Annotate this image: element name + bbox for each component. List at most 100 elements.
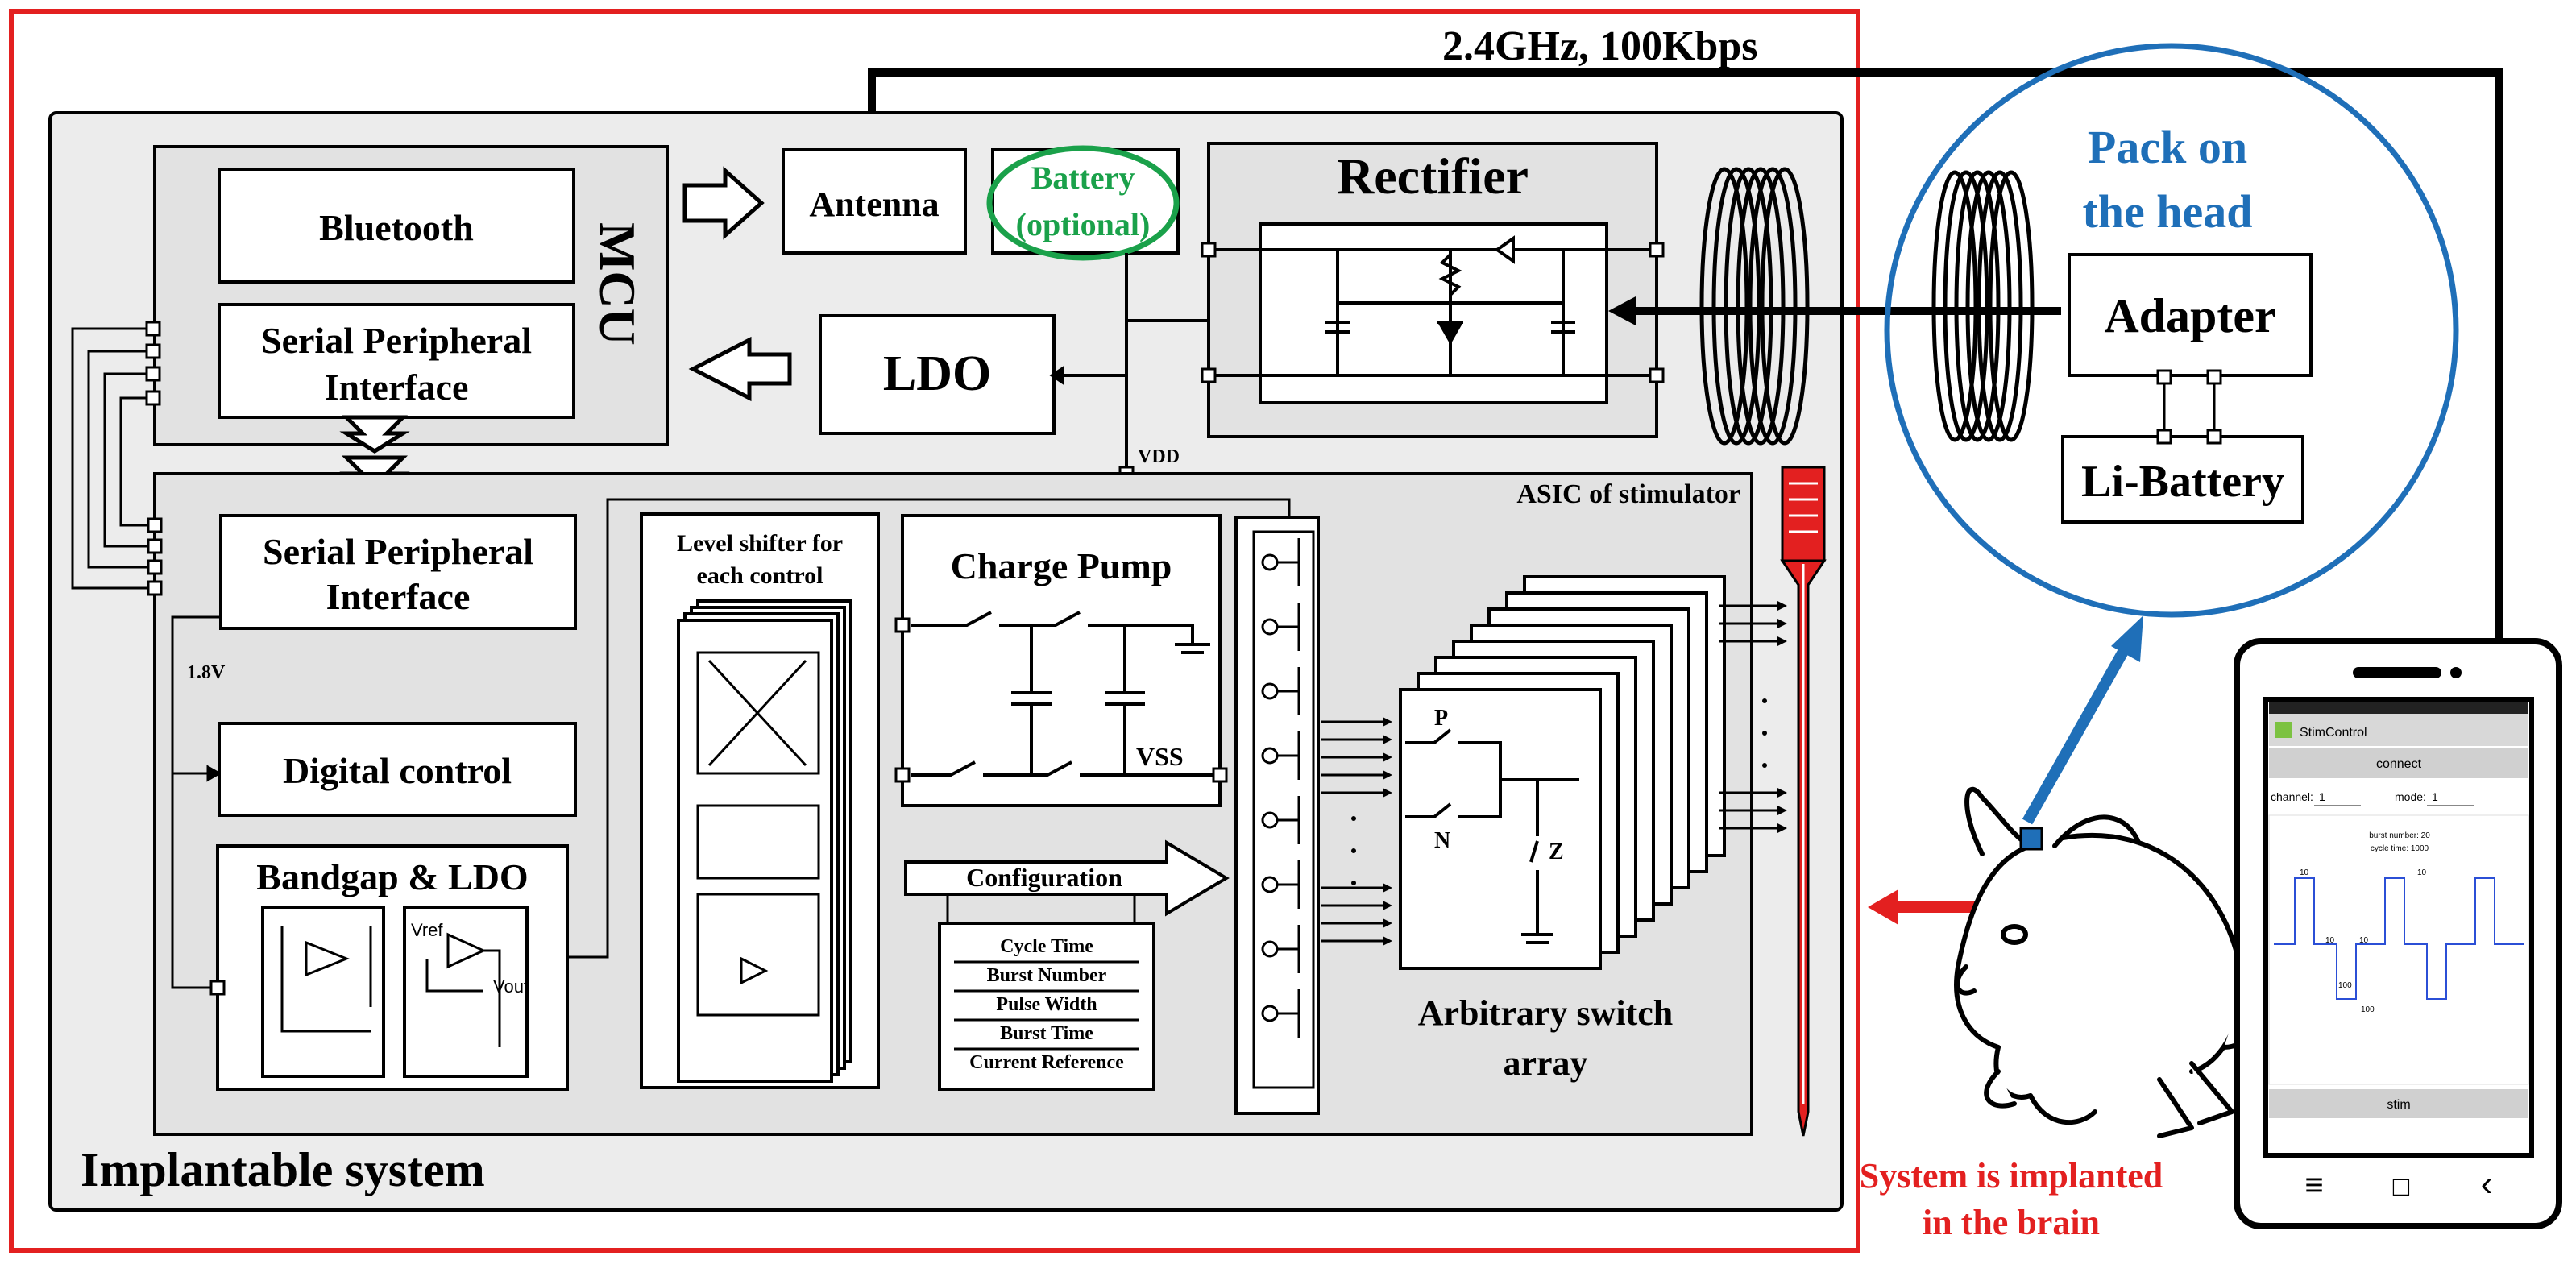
switch-icon: [1261, 682, 1279, 700]
phone-app-bar: [2269, 714, 2528, 746]
wireless-link: 2.4GHz, 100Kbps: [856, 23, 2503, 644]
bandgap-ldo-block: Bandgap & LDO Vref Vout: [209, 844, 569, 1091]
switch-array-sheet: [1399, 688, 1602, 970]
android-app-icon: [2275, 722, 2292, 738]
head-pack-line2: the head: [2082, 185, 2252, 238]
nav-menu-icon[interactable]: ≡: [2304, 1167, 2323, 1203]
li-battery-label: Li-Battery: [2081, 457, 2284, 507]
config-item: Burst Number: [987, 965, 1107, 986]
blue-arrow: [2022, 641, 2133, 825]
bandgap-title: Bandgap & LDO: [256, 856, 528, 897]
switch-z-label: Z: [1549, 839, 1564, 864]
vref-label: Vref: [411, 920, 443, 940]
vss-label: VSS: [1136, 742, 1184, 771]
pulse-label: 10: [2325, 936, 2335, 945]
channel-label: channel:: [2271, 790, 2313, 803]
pulse-label: 10: [2300, 868, 2309, 877]
ldo-label: LDO: [883, 346, 991, 401]
nav-back-icon[interactable]: ‹: [2481, 1164, 2493, 1204]
implantable-system-title: Implantable system: [81, 1143, 485, 1196]
bluetooth-label: Bluetooth: [319, 207, 474, 248]
mcu-block: MCU Bluetooth Serial Peripheral Interfac…: [145, 145, 669, 446]
head-coil-icon: [1931, 170, 2035, 442]
pulse-label: 10: [2417, 868, 2427, 877]
waveform-panel: [2268, 814, 2529, 1085]
switch-icon: [1261, 811, 1279, 829]
mcu-spi-line2: Interface: [325, 367, 469, 408]
electrode-probe-icon: [1780, 466, 1827, 1137]
switch-array-line1: Arbitrary switch: [1418, 993, 1674, 1033]
vdd-label: VDD: [1138, 446, 1180, 467]
asic-title: ASIC of stimulator: [1516, 479, 1740, 509]
battery-label-line1: Battery: [1031, 160, 1135, 196]
cycle-time: cycle time: 1000: [2371, 844, 2429, 853]
configuration-label: Configuration: [966, 863, 1122, 892]
li-battery-box: [2061, 435, 2304, 524]
switch-n-label: N: [1434, 828, 1450, 853]
digital-control-label: Digital control: [283, 750, 512, 791]
rat-head-pack-icon: [2019, 827, 2043, 851]
implanted-note-line1: System is implanted: [1860, 1156, 2163, 1196]
head-pack-line1: Pack on: [2088, 121, 2247, 173]
array-output-arrows: [1719, 601, 1787, 833]
connect-button[interactable]: [2269, 748, 2528, 778]
rectifier-label: Rectifier: [1337, 147, 1529, 205]
adapter-box: [2068, 253, 2313, 377]
array-input-arrows: [1321, 717, 1392, 946]
config-item: Burst Time: [1000, 1023, 1093, 1044]
v18-label: 1.8V: [187, 662, 226, 683]
level-shifter-line2: each control: [697, 562, 823, 589]
config-item: Current Reference: [969, 1052, 1124, 1073]
stim-waveform: [2274, 877, 2524, 1000]
vout-label: Vout: [493, 976, 529, 997]
app-name: StimControl: [2300, 726, 2367, 740]
nav-home-icon[interactable]: □: [2393, 1171, 2410, 1202]
charge-pump-block: Charge Pump VSS: [894, 514, 1228, 807]
phone-status-bar: [2269, 702, 2528, 714]
switch-p-label: P: [1434, 706, 1448, 731]
pulse-label: 10: [2359, 936, 2369, 945]
phone-speaker: [2353, 667, 2441, 678]
mode-value[interactable]: 1: [2432, 790, 2438, 803]
switch-icon: [1261, 618, 1279, 636]
ellipsis-dots-left: [1351, 816, 1356, 885]
mode-label: mode:: [2395, 790, 2426, 803]
switch-icon: [1261, 1005, 1279, 1022]
level-shifter-block: Level shifter for each control: [640, 512, 880, 1089]
mcu-label: MCU: [589, 222, 646, 346]
digital-control-box: [218, 722, 577, 817]
adapter-label: Adapter: [2104, 289, 2275, 342]
phone-camera: [2450, 667, 2462, 678]
pulse-label: 100: [2361, 1005, 2375, 1014]
config-item: Cycle Time: [1000, 936, 1093, 957]
channel-value[interactable]: 1: [2319, 790, 2325, 803]
switch-icon: [1261, 553, 1279, 571]
rectifier-block: Rectifier: [1201, 142, 1665, 438]
burst-number: burst number: 20: [2369, 831, 2430, 840]
stim-label: stim: [2387, 1098, 2410, 1112]
switch-icon: [1261, 876, 1279, 893]
config-item: Pulse Width: [996, 994, 1097, 1015]
implant-coil-icon: [1699, 167, 1810, 446]
net-1v8: [171, 615, 222, 989]
charge-pump-label: Charge Pump: [951, 545, 1172, 586]
asic-spi-line2: Interface: [326, 576, 471, 617]
switch-array-block: P N Z Arbitrary switch array: [1399, 575, 1726, 1083]
mcu-spi-box: [218, 303, 575, 419]
switch-icon: [1261, 940, 1279, 958]
stim-button[interactable]: [2269, 1089, 2528, 1118]
mcu-spi-line1: Serial Peripheral: [261, 320, 532, 361]
asic-spi-line1: Serial Peripheral: [263, 531, 533, 572]
ldo-box: [819, 314, 1056, 435]
battery-label-line2: (optional): [1016, 206, 1151, 242]
implant-boundary: [9, 9, 1860, 1253]
pulse-label: 100: [2338, 981, 2352, 990]
phone: StimControl connect channel: 1 mode: 1 b…: [2234, 638, 2562, 1229]
ellipsis-dots-right: [1762, 698, 1767, 768]
link-label: 2.4GHz, 100Kbps: [1442, 23, 1758, 69]
switch-icon: [1261, 747, 1279, 765]
switch-column: [1234, 516, 1320, 1115]
asic-spi-box: [219, 514, 577, 630]
